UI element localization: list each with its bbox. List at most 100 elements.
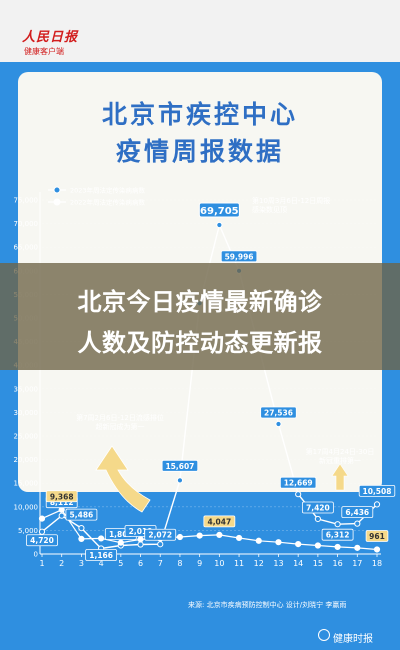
data-label-2023: 12,669 [284, 479, 313, 488]
x-tick-label: 9 [197, 559, 202, 568]
data-label-2023-box [260, 406, 297, 419]
data-point [216, 531, 223, 538]
x-tick-label: 8 [177, 559, 182, 568]
legend-entry: 2022年周法定传染病病数 [70, 198, 146, 207]
page-subtitle: 疫情周报数据 [115, 137, 284, 166]
annotation-covid: 新冠重排第一 [319, 456, 361, 465]
grid-layer [42, 199, 377, 555]
data-label-2023: 6,436 [345, 508, 369, 517]
data-label-2023: 27,536 [264, 409, 293, 418]
data-label-2023: 7,420 [306, 503, 330, 512]
data-label-2023: 15,607 [165, 462, 194, 471]
data-label-2023-box [161, 459, 199, 472]
data-point [373, 546, 381, 553]
y-tick-label: 5,000 [18, 527, 38, 535]
x-tick-label: 4 [99, 559, 104, 568]
data-point [275, 420, 282, 428]
data-point [354, 520, 361, 527]
source-note: 来源: 北京市疾病预防控制中心 设计/刘晓宁 李赢雨 [188, 601, 347, 609]
annotation-flu: 第7周2月6日-12日流感排位 [76, 413, 164, 422]
data-point [157, 541, 164, 548]
data-point [334, 521, 341, 528]
y-tick-label: 15,000 [14, 480, 39, 488]
x-tick-label: 13 [273, 559, 283, 568]
data-label-2023-box [65, 508, 98, 521]
data-point [275, 539, 282, 546]
data-label-2023-box [144, 528, 177, 541]
data-label-2023: 10,508 [363, 487, 392, 496]
data-point [255, 537, 262, 544]
data-point [216, 221, 223, 229]
legend-entry: 2023年周法定传染病病数 [70, 186, 146, 195]
data-label-2023: 1,800 [109, 530, 133, 539]
data-point [117, 539, 124, 546]
data-point [295, 540, 302, 548]
data-label-2023-box [279, 476, 317, 489]
peak-label-box [198, 202, 240, 218]
data-point [314, 542, 321, 549]
data-point [176, 477, 184, 484]
data-point [137, 536, 144, 543]
y-tick-label: 70,000 [14, 220, 39, 228]
annotation-layer: 第10周3月6日-12日周报感染数见顶第7周2月6日-12日流感排位超新冠成为第… [76, 196, 375, 513]
data-point [137, 541, 144, 548]
x-tick-label: 18 [372, 559, 382, 568]
x-tick-label: 7 [158, 559, 163, 568]
label-layer: 4,7208,1125,4861,1661,8002,0102,07215,60… [26, 202, 396, 561]
y-tick-label: 20,000 [14, 456, 39, 464]
y-tick-label: 65,000 [14, 244, 39, 252]
y-tick-label: 0 [34, 551, 38, 559]
annotation-peak: 感染数见顶 [252, 205, 287, 214]
data-point [38, 515, 46, 522]
arrow-covid [331, 463, 349, 491]
y-tick-label: 35,000 [14, 385, 39, 393]
x-tick-label: 17 [352, 559, 362, 568]
data-label-2023-box [301, 501, 334, 514]
arrow-flu [95, 445, 151, 513]
headline-line-1: 北京今日疫情最新确诊 [77, 288, 323, 316]
y-tick-label: 30,000 [14, 409, 39, 417]
y-tick-label: 10,000 [14, 503, 39, 511]
data-point [38, 528, 46, 535]
page-title: 北京市疾控中心 [101, 100, 298, 129]
y-tick-label: 25,000 [14, 433, 39, 441]
data-label-2023-box [358, 485, 396, 497]
legend-layer: 2023年周法定传染病病数 2022年周法定传染病病数 [48, 186, 146, 207]
annotation-peak: 第10周3月6日-12日周报 [252, 196, 330, 205]
legend-swatch-marker [53, 198, 61, 206]
data-point [314, 515, 321, 523]
x-tick-label: 3 [79, 559, 84, 568]
data-point [58, 512, 65, 519]
data-label-2023: 2,072 [148, 531, 172, 540]
annotation-covid: 第17周4月24日-30日 [306, 447, 375, 456]
data-point [196, 532, 203, 539]
x-tick-label: 6 [138, 559, 143, 568]
data-label-2022: 9,368 [50, 492, 74, 501]
data-label-2022-box [45, 490, 78, 503]
watermark: 健康时报 [333, 634, 373, 645]
headline-overlay [0, 263, 400, 370]
series-line-2022 [41, 509, 378, 551]
logo: 人民日报 健康客户端 [22, 26, 78, 62]
x-tick-label: 1 [39, 559, 44, 568]
data-label-2022-box [203, 515, 236, 528]
x-tick-label: 10 [214, 559, 224, 568]
data-point [235, 534, 243, 542]
data-label-2023: 2,010 [129, 527, 153, 536]
peak-label: 69,705 [200, 206, 239, 217]
x-tick-label: 12 [254, 559, 264, 568]
data-point [176, 533, 184, 541]
x-tick-label: 11 [234, 559, 244, 568]
data-label-2023: 6,312 [326, 531, 350, 540]
data-label-2023: 59,996 [225, 252, 254, 261]
data-point [98, 535, 105, 542]
data-label-2023-box [321, 528, 354, 541]
data-point [295, 491, 302, 498]
x-tick-label: 16 [332, 559, 342, 568]
data-label-2023-box [26, 534, 58, 547]
data-label-2023: 4,720 [30, 536, 54, 545]
data-label-2022: 961 [369, 532, 385, 541]
data-point [78, 525, 85, 532]
